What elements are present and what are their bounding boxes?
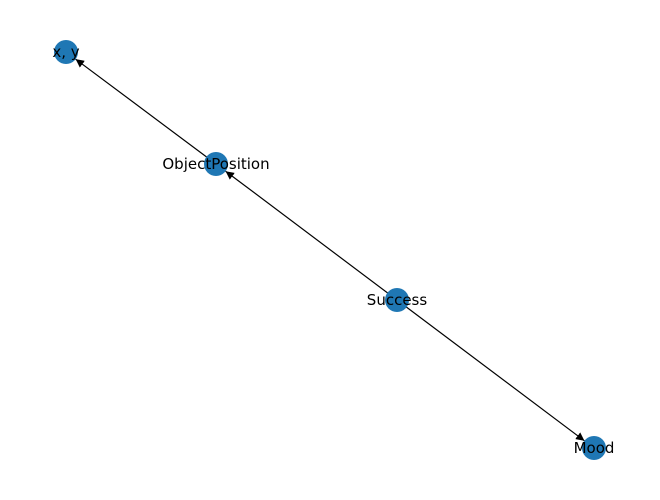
node-label-mood: Mood <box>574 439 615 457</box>
node-label-success: Success <box>367 291 428 309</box>
node-success <box>385 288 409 312</box>
edges-layer <box>75 58 585 442</box>
node-objpos <box>204 152 228 176</box>
node-label-objpos: ObjectPosition <box>162 155 269 173</box>
edge-objpos-to-xy <box>75 58 217 165</box>
edge-success-to-mood <box>396 299 585 442</box>
node-label-xy: x, y <box>52 43 79 61</box>
edge-success-to-objpos <box>225 170 398 301</box>
node-xy <box>54 40 78 64</box>
node-mood <box>582 436 606 460</box>
nodes-layer <box>54 40 606 460</box>
